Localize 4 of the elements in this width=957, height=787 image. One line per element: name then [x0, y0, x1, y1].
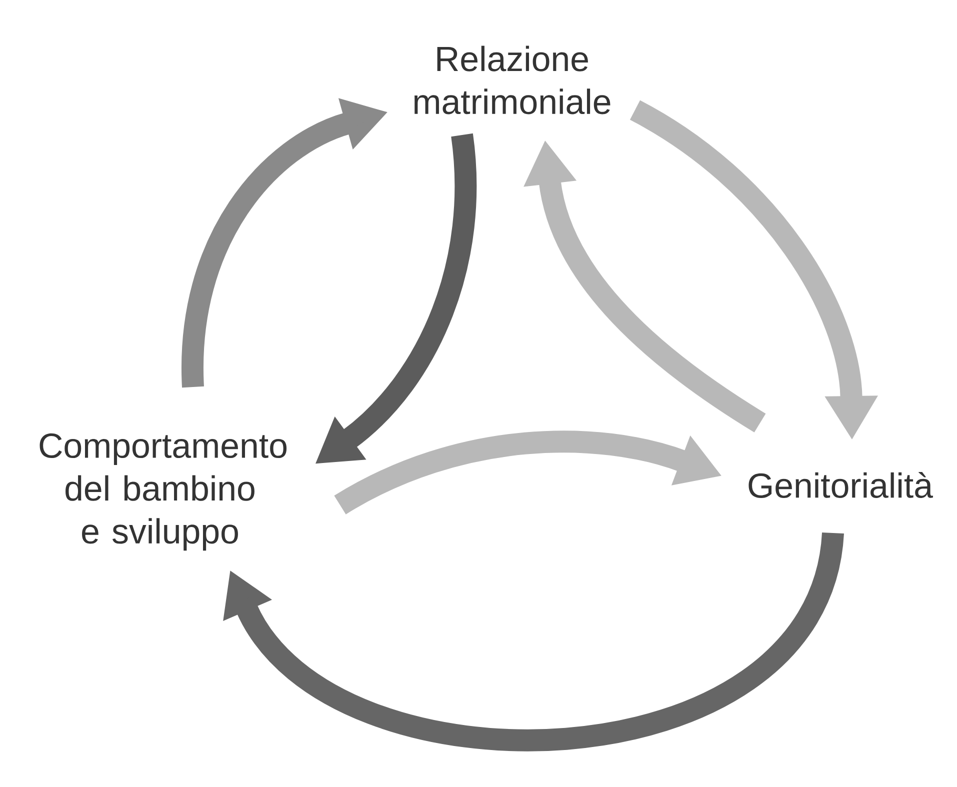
node-label: Relazione matrimoniale [414, 46, 610, 114]
node-label: Comportamento del bambino e sviluppo [40, 433, 287, 551]
node-label: Genitorialità [748, 472, 933, 498]
arrow [223, 530, 844, 750]
